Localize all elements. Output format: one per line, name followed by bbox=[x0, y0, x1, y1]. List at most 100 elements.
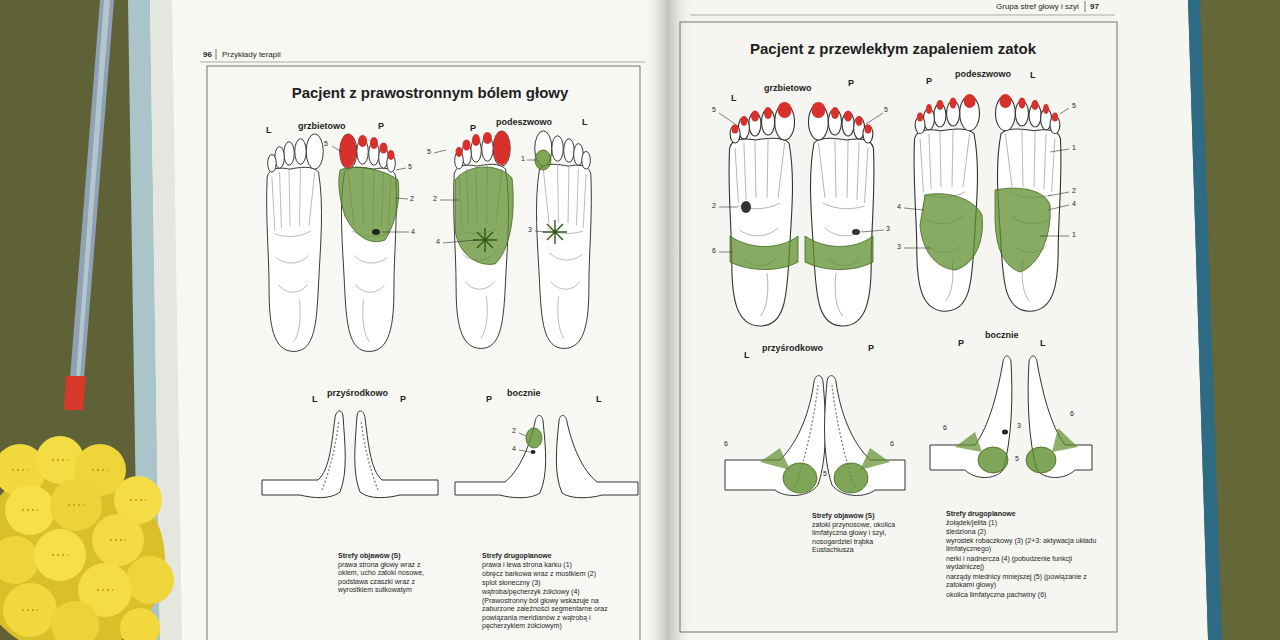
reflex-zone-red bbox=[340, 134, 357, 168]
page-title: Pacjent z przewlekłym zapaleniem zatok bbox=[750, 40, 1036, 58]
reflex-zone bbox=[339, 167, 399, 241]
page-number: 97 bbox=[1090, 2, 1099, 12]
callout-number: 2 bbox=[712, 202, 716, 210]
figure-frame bbox=[680, 22, 1117, 632]
callout-number: 4 bbox=[897, 203, 901, 211]
reflex-zone bbox=[955, 432, 982, 452]
callout-number: 5 bbox=[427, 148, 431, 156]
pencil-highlight bbox=[76, 0, 110, 378]
side-label: P bbox=[400, 394, 406, 405]
page-title: Pacjent z prawostronnym bólem głowy bbox=[292, 84, 569, 102]
zone-list: zatoki przynosowe, okolica limfatyczna g… bbox=[812, 521, 907, 555]
reflex-zone-red bbox=[999, 94, 1011, 108]
zone-list-item: splot słoneczny (3) bbox=[482, 579, 632, 587]
zone-list-item: wyrostek robaczkowy (3) (2+3: aktywacja … bbox=[946, 537, 1111, 554]
callout-number: 6 bbox=[890, 440, 894, 448]
callout-number: 1 bbox=[1072, 231, 1076, 239]
zone-list: prawa strona głowy wraz z okiem, ucho za… bbox=[338, 561, 438, 595]
reflex-zone bbox=[920, 194, 983, 270]
view-label: bocznie bbox=[985, 330, 1019, 341]
leader-line bbox=[519, 433, 530, 452]
left-page bbox=[150, 0, 668, 640]
leader-line bbox=[719, 113, 884, 252]
flower-cluster bbox=[0, 465, 165, 640]
reflex-zone-red bbox=[1019, 98, 1026, 109]
reflex-point bbox=[852, 229, 860, 235]
zone-list-item: żołądek/jelita (1) bbox=[946, 519, 1111, 527]
side-label: L bbox=[731, 93, 737, 104]
reflex-zone-red bbox=[811, 102, 825, 118]
left-foot-plantar bbox=[996, 96, 1062, 311]
reflex-zone-red bbox=[456, 147, 463, 157]
right-foot-dorsal bbox=[340, 134, 397, 352]
leader-line bbox=[904, 108, 1069, 248]
header-separator bbox=[1085, 1, 1086, 12]
reflex-zone-red bbox=[463, 140, 471, 151]
reflex-zone-red bbox=[778, 102, 792, 118]
reflex-zone bbox=[535, 150, 551, 170]
side-label: P bbox=[868, 343, 874, 354]
view-label: podeszwowo bbox=[496, 117, 552, 128]
callout-number: 5 bbox=[1015, 455, 1019, 463]
book-cover-edge bbox=[1188, 0, 1222, 640]
reflex-zone bbox=[760, 448, 790, 470]
callout-number: 6 bbox=[1070, 410, 1074, 418]
reflex-zone-red bbox=[358, 135, 367, 147]
zone-list-item: wątroba/pęcherzyk żółciowy (4) bbox=[482, 588, 632, 596]
callout-number: 5 bbox=[884, 106, 888, 114]
view-label: bocznie bbox=[507, 388, 541, 399]
flower bbox=[50, 479, 102, 531]
flower bbox=[92, 514, 144, 566]
callout-number: 2 bbox=[512, 427, 516, 435]
side-label: P bbox=[848, 78, 854, 89]
flower-texture bbox=[12, 460, 146, 610]
reflex-zone-red bbox=[380, 143, 388, 154]
right-page bbox=[668, 0, 1208, 640]
leader-line bbox=[434, 150, 545, 243]
reflex-zone-red bbox=[964, 94, 976, 108]
zone-note: (Prawostronny ból głowy wskazuje na zabu… bbox=[482, 597, 622, 631]
reflex-point bbox=[372, 229, 380, 235]
callout-number: 3 bbox=[528, 226, 532, 234]
callout-number: 4 bbox=[411, 228, 415, 236]
foot-profile bbox=[556, 415, 638, 497]
reflex-zone-red bbox=[751, 111, 759, 122]
reflex-zone-red bbox=[831, 107, 839, 119]
flower bbox=[120, 608, 160, 640]
side-label: L bbox=[596, 394, 602, 405]
solar-plexus-mark bbox=[543, 220, 567, 244]
side-label: L bbox=[1030, 70, 1036, 81]
section-heading: Strefy drugoplanowe bbox=[482, 552, 552, 560]
zone-list-item: śledziona (2) bbox=[946, 528, 1111, 536]
callout-number: 4 bbox=[436, 238, 440, 246]
reflex-zone-red bbox=[937, 100, 944, 110]
reflex-zone-red bbox=[493, 131, 510, 165]
reflex-zone-red bbox=[1043, 104, 1049, 114]
zone-list-item: narządy miednicy mniejszej (5) (powiązan… bbox=[946, 573, 1111, 590]
callout-number: 5 bbox=[324, 140, 328, 148]
reflex-zone-red bbox=[865, 125, 872, 134]
view-label: przyśrodkowo bbox=[762, 343, 823, 354]
callout-number: 5 bbox=[823, 470, 827, 478]
reflex-zone bbox=[1026, 447, 1056, 473]
reflex-zone-red bbox=[764, 107, 772, 119]
callout-number: 6 bbox=[712, 247, 716, 255]
callout-number: 5 bbox=[408, 163, 412, 171]
yellow-flowers bbox=[0, 436, 174, 640]
callout-number: 3 bbox=[886, 225, 890, 233]
page-number: 96 bbox=[203, 50, 212, 60]
side-label: P bbox=[470, 123, 476, 134]
spine-reflex-line bbox=[322, 420, 378, 490]
reflex-zone-red bbox=[1052, 113, 1058, 122]
reflex-zone-red bbox=[472, 134, 480, 146]
zone-list-item: nerki i nadnercza (4) (pobudzenie funkcj… bbox=[946, 555, 1111, 572]
callout-number: 1 bbox=[1072, 144, 1076, 152]
left-foot-plantar bbox=[535, 131, 592, 349]
reflex-zone bbox=[526, 428, 542, 448]
zone-list-item: prawa i lewa strona karku (1) bbox=[482, 561, 632, 569]
zone-list-item: okolica limfatyczna pachwiny (6) bbox=[946, 591, 1111, 599]
callout-number: 1 bbox=[521, 155, 525, 163]
reflex-zone-red bbox=[950, 98, 957, 109]
reflex-zone-red bbox=[1032, 100, 1039, 110]
